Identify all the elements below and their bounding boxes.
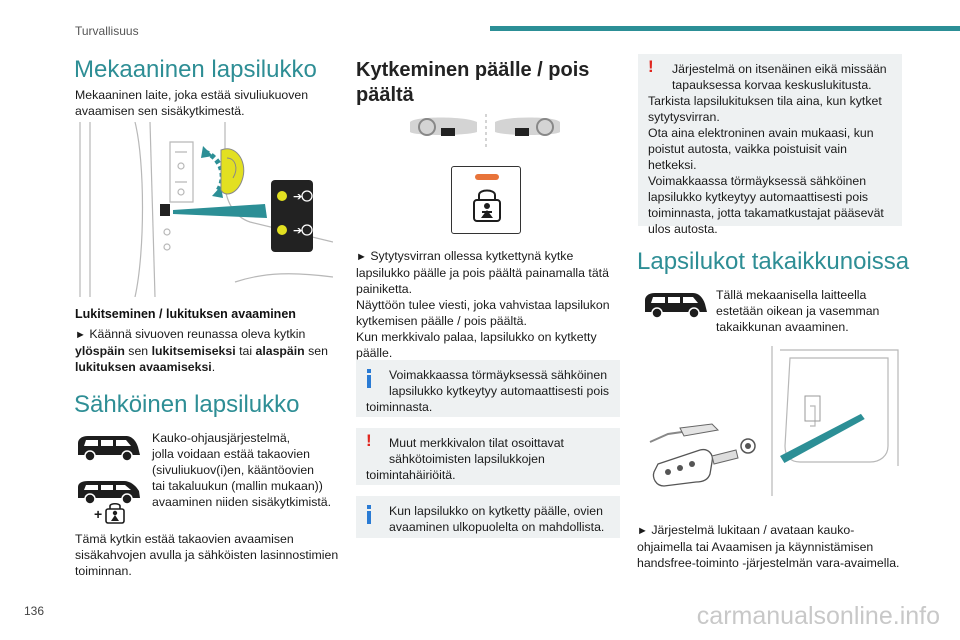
- door-lock-illustration: ➔ ➔: [79, 122, 333, 297]
- rear-window-child-lock-heading: Lapsilukot takaikkunoissa: [637, 248, 910, 275]
- switch-instructions: ► Sytytysvirran ollessa kytkettynä kytke…: [356, 249, 610, 360]
- rear-window-description: Tällä mekaanisella laitteella estetään o…: [716, 288, 880, 334]
- child-lock-button[interactable]: [451, 166, 521, 234]
- plus-sign: +: [94, 506, 103, 522]
- child-lock-icon: [473, 189, 501, 222]
- van-icon: [78, 436, 140, 462]
- svg-text:➔: ➔: [293, 224, 302, 237]
- section-label: Turvallisuus: [75, 24, 139, 38]
- info-icon: [367, 369, 372, 388]
- info-icon: [367, 505, 372, 524]
- warning-icon: !: [366, 431, 372, 450]
- rear-window-instructions: ► Järjestelmä lukitaan / avataan kauko- …: [637, 523, 900, 570]
- warning-note-malfunction: ! Muut merkkivalon tilat osoittavat sähk…: [356, 428, 620, 485]
- dashboard-position-icons: [410, 114, 560, 148]
- switch-on-off-heading: Kytkeminen päälle / pois päältä: [356, 59, 590, 106]
- minivan-icon: [78, 481, 140, 505]
- locking-instructions: ► Käännä sivuoven reunassa oleva kytkin …: [75, 327, 328, 374]
- mechanical-child-lock-heading: Mekaaninen lapsilukko: [74, 56, 317, 83]
- info-note-exterior: Kun lapsilukko on kytketty päälle, ovien…: [356, 496, 620, 538]
- warning-icon: !: [648, 57, 654, 76]
- svg-text:➔: ➔: [293, 190, 302, 203]
- indicator-light: [475, 174, 499, 180]
- electric-description: Kauko-ohjausjärjestelmä, jolla voidaan e…: [152, 431, 332, 509]
- rear-window-key-illustration: [649, 346, 899, 496]
- watermark: carmanualsonline.info: [696, 602, 940, 630]
- info-note-crash: Voimakkaassa törmäyksessä sähköinen laps…: [356, 360, 620, 417]
- van-icon: [645, 293, 707, 319]
- electric-function-text: Tämä kytkin estää takaovien avaamisen si…: [75, 532, 339, 578]
- child-lock-symbol-icon: [105, 502, 125, 524]
- page-number: 136: [24, 604, 45, 618]
- locking-subheading: Lukitseminen / lukituksen avaaminen: [75, 307, 296, 321]
- warning-note-system: ! Järjestelmä on itsenäinen eikä missään…: [638, 54, 902, 236]
- mechanical-intro: Mekaaninen laite, joka estää sivuliukuov…: [75, 88, 309, 118]
- electric-child-lock-heading: Sähköinen lapsilukko: [74, 391, 300, 418]
- accent-bar: [490, 26, 960, 31]
